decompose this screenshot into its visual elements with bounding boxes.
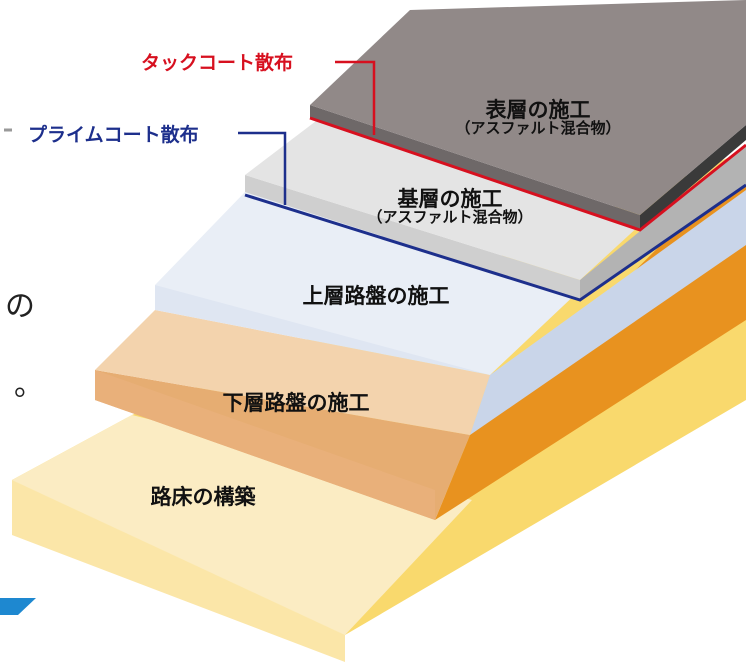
lower-base-layer-title: 下層路盤の施工 — [222, 390, 370, 415]
lower-base-top — [95, 310, 490, 435]
tack-leader-line — [335, 60, 376, 135]
subgrade-layer-title: 路床の構築 — [150, 484, 256, 509]
fragment-line2: 。 — [14, 368, 44, 403]
subgrade-top — [12, 415, 472, 635]
binder-layer-label: 基層の施工 （アスファルト混合物） — [367, 188, 532, 226]
surface-layer-label: 表層の施工 （アスファルト混合物） — [455, 99, 620, 137]
prime-coat-label: プライムコート散布 — [28, 124, 199, 146]
upper-base-top — [155, 192, 580, 375]
lower-base-layer-label: 下層路盤の施工 — [223, 392, 370, 414]
surface-front — [310, 105, 640, 230]
surface-layer-title: 表層の施工 — [485, 98, 591, 123]
tack-coat-label: タックコート散布 — [141, 52, 294, 74]
prime-coat-line — [244, 183, 746, 302]
upper-base-layer-label: 上層路盤の施工 — [303, 285, 450, 307]
surface-layer-subtitle: （アスファルト混合物） — [455, 119, 621, 138]
binder-layer-subtitle: （アスファルト混合物） — [367, 208, 533, 227]
lower-base-front-band — [95, 370, 435, 520]
subgrade-layer-label: 路床の構築 — [151, 486, 256, 508]
fragment-line1: の — [5, 289, 35, 324]
upper-base-layer-title: 上層路盤の施工 — [302, 283, 450, 308]
binder-side — [580, 145, 746, 300]
upper-base-side — [470, 190, 746, 435]
binder-top — [245, 118, 640, 280]
subgrade-front — [12, 480, 345, 662]
arrow-icon — [0, 598, 36, 615]
surface-side — [640, 125, 746, 230]
prime-leader-line — [238, 131, 287, 205]
tack-coat-line — [309, 116, 746, 232]
binder-front — [245, 175, 580, 300]
binder-layer-title: 基層の施工 — [397, 187, 503, 212]
surface-top — [310, 0, 746, 215]
